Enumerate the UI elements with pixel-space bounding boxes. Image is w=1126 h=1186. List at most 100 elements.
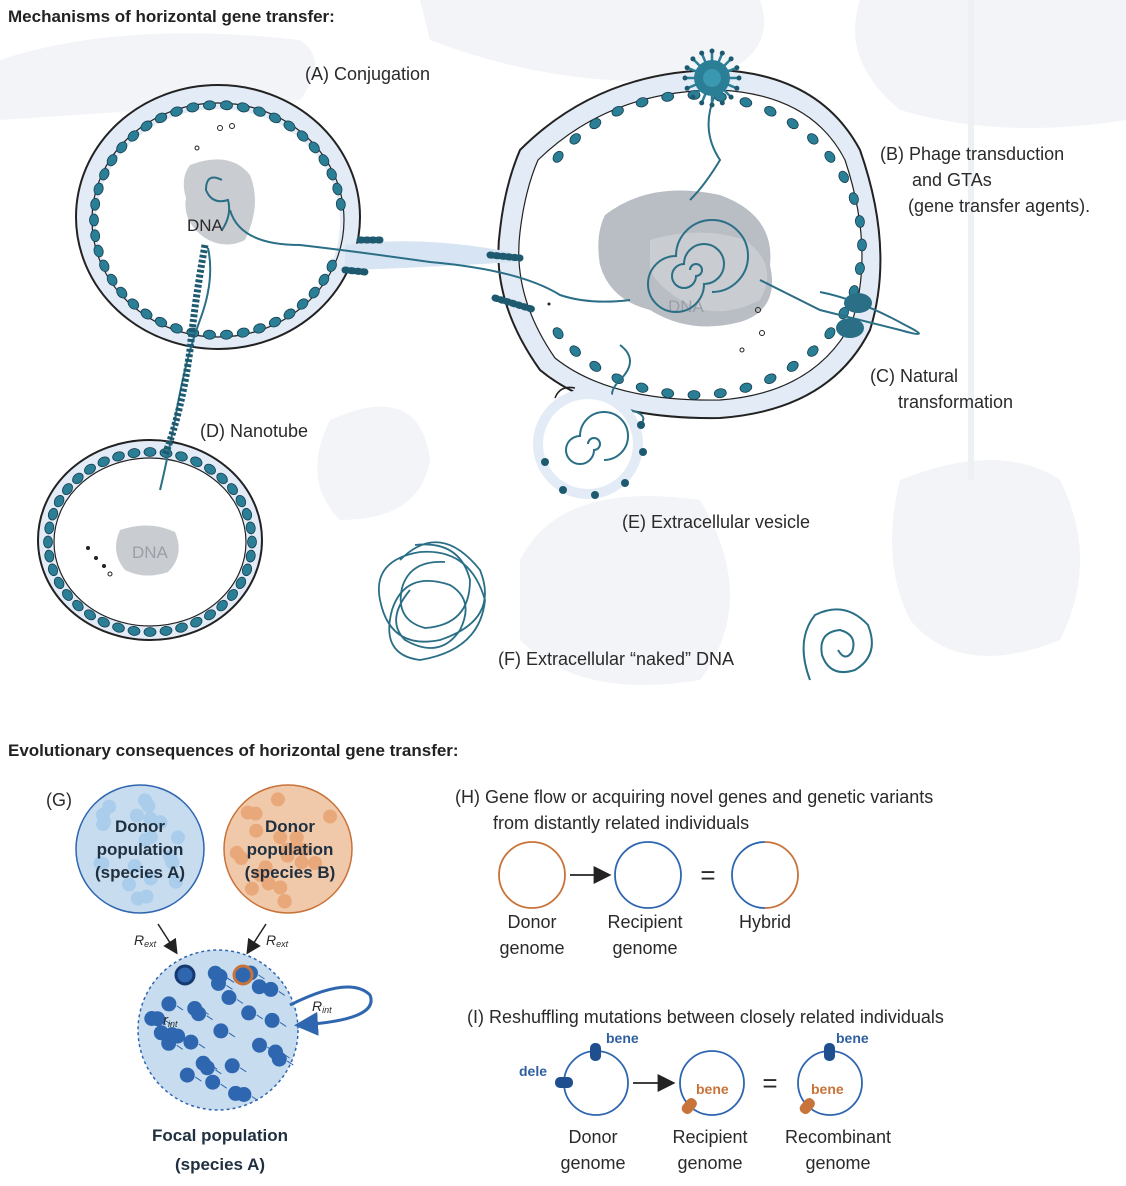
extracellular-vesicle xyxy=(533,386,647,499)
population-member xyxy=(261,876,276,891)
membrane-protein xyxy=(143,447,157,457)
membrane-protein xyxy=(283,308,296,320)
label-vesicle: (E) Extracellular vesicle xyxy=(622,512,810,532)
background-blobs xyxy=(0,0,1126,685)
membrane-protein xyxy=(127,625,141,636)
membrane-protein xyxy=(204,463,216,475)
membrane-protein xyxy=(247,535,257,549)
membrane-protein xyxy=(127,298,140,310)
membrane-protein xyxy=(62,483,73,496)
membrane-protein xyxy=(857,238,867,252)
population-member xyxy=(308,856,322,870)
membrane-protein xyxy=(807,345,819,357)
population-member xyxy=(143,871,158,886)
membrane-protein xyxy=(569,133,581,145)
focal-member xyxy=(187,1001,203,1016)
membrane-protein xyxy=(97,456,110,468)
vesicle-protein xyxy=(591,491,599,499)
membrane-protein xyxy=(72,472,84,485)
population-member xyxy=(248,806,263,821)
focal-transfer-arrow xyxy=(206,1015,213,1021)
focal-transfer-arrow xyxy=(256,1014,263,1020)
nanotube-tube xyxy=(161,244,209,457)
membrane-protein xyxy=(635,97,649,108)
focal-member xyxy=(150,1011,165,1027)
membrane-protein xyxy=(44,521,55,535)
phage-spike-tip xyxy=(699,50,705,56)
membrane-protein xyxy=(47,563,59,577)
population-member xyxy=(138,793,152,808)
cell-d-dna-label: DNA xyxy=(132,543,169,562)
migrant-species-a xyxy=(174,964,196,986)
membrane-protein xyxy=(687,390,701,400)
focal-member xyxy=(205,1074,221,1090)
population-member xyxy=(323,809,338,824)
membrane-protein xyxy=(589,118,602,130)
population-member xyxy=(95,856,110,871)
vesicle-protein xyxy=(621,479,629,487)
focal-line2: (species A) xyxy=(175,1155,265,1174)
population-member xyxy=(122,877,136,892)
population-member xyxy=(165,855,180,870)
focal-member xyxy=(179,1067,195,1083)
r-ext-left: Rext xyxy=(134,932,157,949)
membrane-protein xyxy=(268,316,282,328)
focal-member xyxy=(183,1034,199,1050)
focal-transfer-arrow xyxy=(239,1067,247,1073)
membrane-protein xyxy=(848,192,859,205)
population-member xyxy=(289,839,304,854)
population-member xyxy=(253,867,268,882)
naked-dna-circle xyxy=(802,608,873,681)
membrane-protein xyxy=(186,102,200,113)
membrane-protein xyxy=(253,106,266,117)
focal-member xyxy=(213,1023,229,1039)
membrane-protein xyxy=(106,154,118,167)
membrane-protein xyxy=(283,120,296,132)
focal-member xyxy=(252,1037,267,1053)
h-equals: = xyxy=(700,860,715,890)
membrane-protein xyxy=(235,494,247,508)
population-member xyxy=(168,874,183,889)
phage-spike-tip xyxy=(690,94,696,100)
membrane-protein xyxy=(140,308,153,320)
panel-i: (I) Reshuffling mutations between closel… xyxy=(467,1007,944,1173)
focal-member xyxy=(236,1087,252,1102)
membrane-protein xyxy=(175,622,188,633)
membrane-protein xyxy=(245,549,256,563)
phage-spike-tip xyxy=(734,85,740,91)
membrane-protein xyxy=(335,197,346,211)
focal-member xyxy=(221,990,237,1005)
cell-a-membrane-proteins xyxy=(89,100,346,340)
label-naked-dna: (F) Extracellular “naked” DNA xyxy=(498,649,734,669)
membrane-protein xyxy=(241,563,253,577)
membrane-protein xyxy=(318,273,330,286)
membrane-protein xyxy=(99,259,110,272)
focal-transfer-arrow xyxy=(195,1076,202,1082)
membrane-protein xyxy=(326,168,337,181)
i-recombinant-1: Recombinant xyxy=(785,1127,891,1147)
i-recipient-1: Recipient xyxy=(672,1127,747,1147)
focal-line1: Focal population xyxy=(152,1126,288,1145)
membrane-protein xyxy=(569,345,581,357)
i-recombinant-bene-top: bene xyxy=(836,1030,869,1046)
focal-member xyxy=(161,996,177,1012)
i-donor-dele: dele xyxy=(519,1063,547,1079)
membrane-protein xyxy=(190,616,203,628)
membrane-protein xyxy=(824,327,836,340)
membrane-protein xyxy=(611,106,624,117)
membrane-protein xyxy=(235,576,247,590)
focal-transfer-arrow xyxy=(165,1020,172,1026)
membrane-protein xyxy=(296,130,309,142)
membrane-protein xyxy=(116,141,128,154)
population-member xyxy=(153,815,168,830)
membrane-protein xyxy=(824,150,836,163)
panel-h-title-2: from distantly related individuals xyxy=(493,813,749,833)
migrant-species-b xyxy=(232,964,254,986)
phage-spike-tip xyxy=(684,85,690,91)
membrane-protein xyxy=(72,599,84,612)
phage-spike-tip xyxy=(736,75,742,81)
membrane-protein xyxy=(589,360,602,372)
membrane-protein xyxy=(807,133,819,145)
membrane-protein xyxy=(318,154,330,167)
label-conjugation: (A) Conjugation xyxy=(305,64,430,84)
